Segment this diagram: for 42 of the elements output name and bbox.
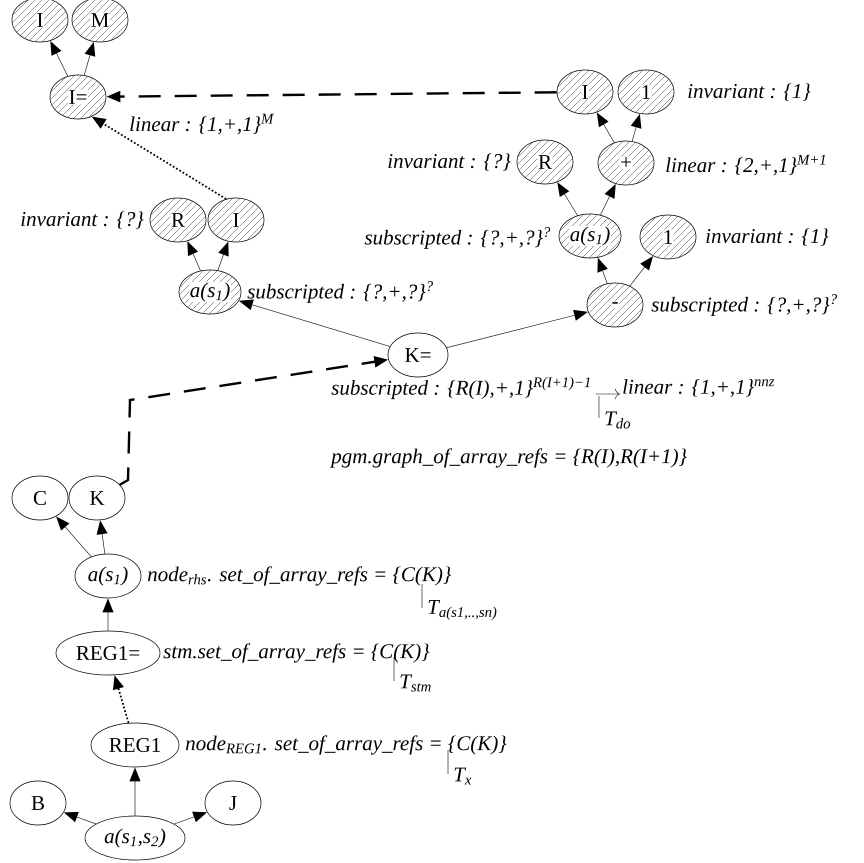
hatched-ellipse-node: a(s$_{1}$) [558, 214, 622, 258]
annotation-label: linear : {1,+,1}$^{nnz}$ [623, 379, 774, 397]
annotation-label: invariant : {1} [688, 83, 811, 101]
annotation-label: node$_{rhs}$. set_of_array_refs = {C(K)} [148, 566, 452, 586]
ellipse-node: a(s$_{1}$,s$_{2}$) [84, 816, 186, 860]
hatched-ellipse-node: M [72, 0, 128, 42]
ellipse-node: J [204, 780, 262, 826]
annotation-label: pgm.graph_of_array_refs = {R(I),R(I+1)} [330, 448, 687, 468]
annotation-label: subscripted : {?,+,?}$^{?}$ [364, 227, 550, 249]
annotation-label: invariant : {?} [21, 211, 144, 229]
ellipse-node: REG1 [90, 722, 180, 768]
ellipse-node: K= [388, 332, 448, 378]
ellipse-node: a(s$_{1}$) [74, 554, 142, 598]
hatched-ellipse-node: I [208, 198, 264, 242]
annotation-label: subscripted : {?,+,?}$^{?}$ [651, 294, 837, 316]
ellipse-node: REG1= [56, 630, 160, 676]
annotation-label: T$_{a(s1,..,sn)}$ [428, 600, 496, 620]
annotation-label: stm.set_of_array_refs = {C(K)} [163, 643, 430, 663]
hatched-ellipse-node: a(s$_{1}$) [178, 270, 242, 314]
annotation-label: invariant : {1} [706, 228, 829, 246]
hatched-ellipse-node: - [586, 282, 644, 328]
hatched-ellipse-node: + [598, 140, 654, 186]
hatched-ellipse-node: 1 [640, 214, 696, 260]
hatched-ellipse-node: I [12, 0, 68, 42]
annotation-label: subscripted : {R(I),+,1}$^{R(I+1)−1}$ [331, 376, 590, 400]
annotation-label: subscripted : {?,+,?}$^{?}$ [247, 281, 433, 303]
ellipse-node: C [12, 476, 68, 520]
annotation-label: T$_{stm}$ [400, 674, 431, 692]
annotation-label: T$_{x}$ [454, 768, 472, 784]
hatched-ellipse-node: R [150, 198, 206, 242]
annotation-label: linear : {1,+,1}$^{M}$ [130, 114, 274, 134]
annotation-label: node$_{REG1}$. set_of_array_refs = {C(K)} [186, 735, 507, 755]
hatched-ellipse-node: 1 [618, 70, 674, 114]
arrow [218, 242, 229, 271]
annotation-label: T$_{do}$ [606, 412, 630, 429]
annotation-label: invariant : {?} [388, 153, 511, 171]
hatched-ellipse-node: R [516, 140, 574, 184]
hatched-ellipse-node: I= [50, 74, 106, 120]
ellipse-node: B [10, 780, 66, 826]
annotation-label: linear : {2,+,1}$^{M+1}$ [666, 154, 826, 176]
ellipse-node: K [68, 476, 126, 520]
hatched-ellipse-node: I [556, 70, 614, 114]
